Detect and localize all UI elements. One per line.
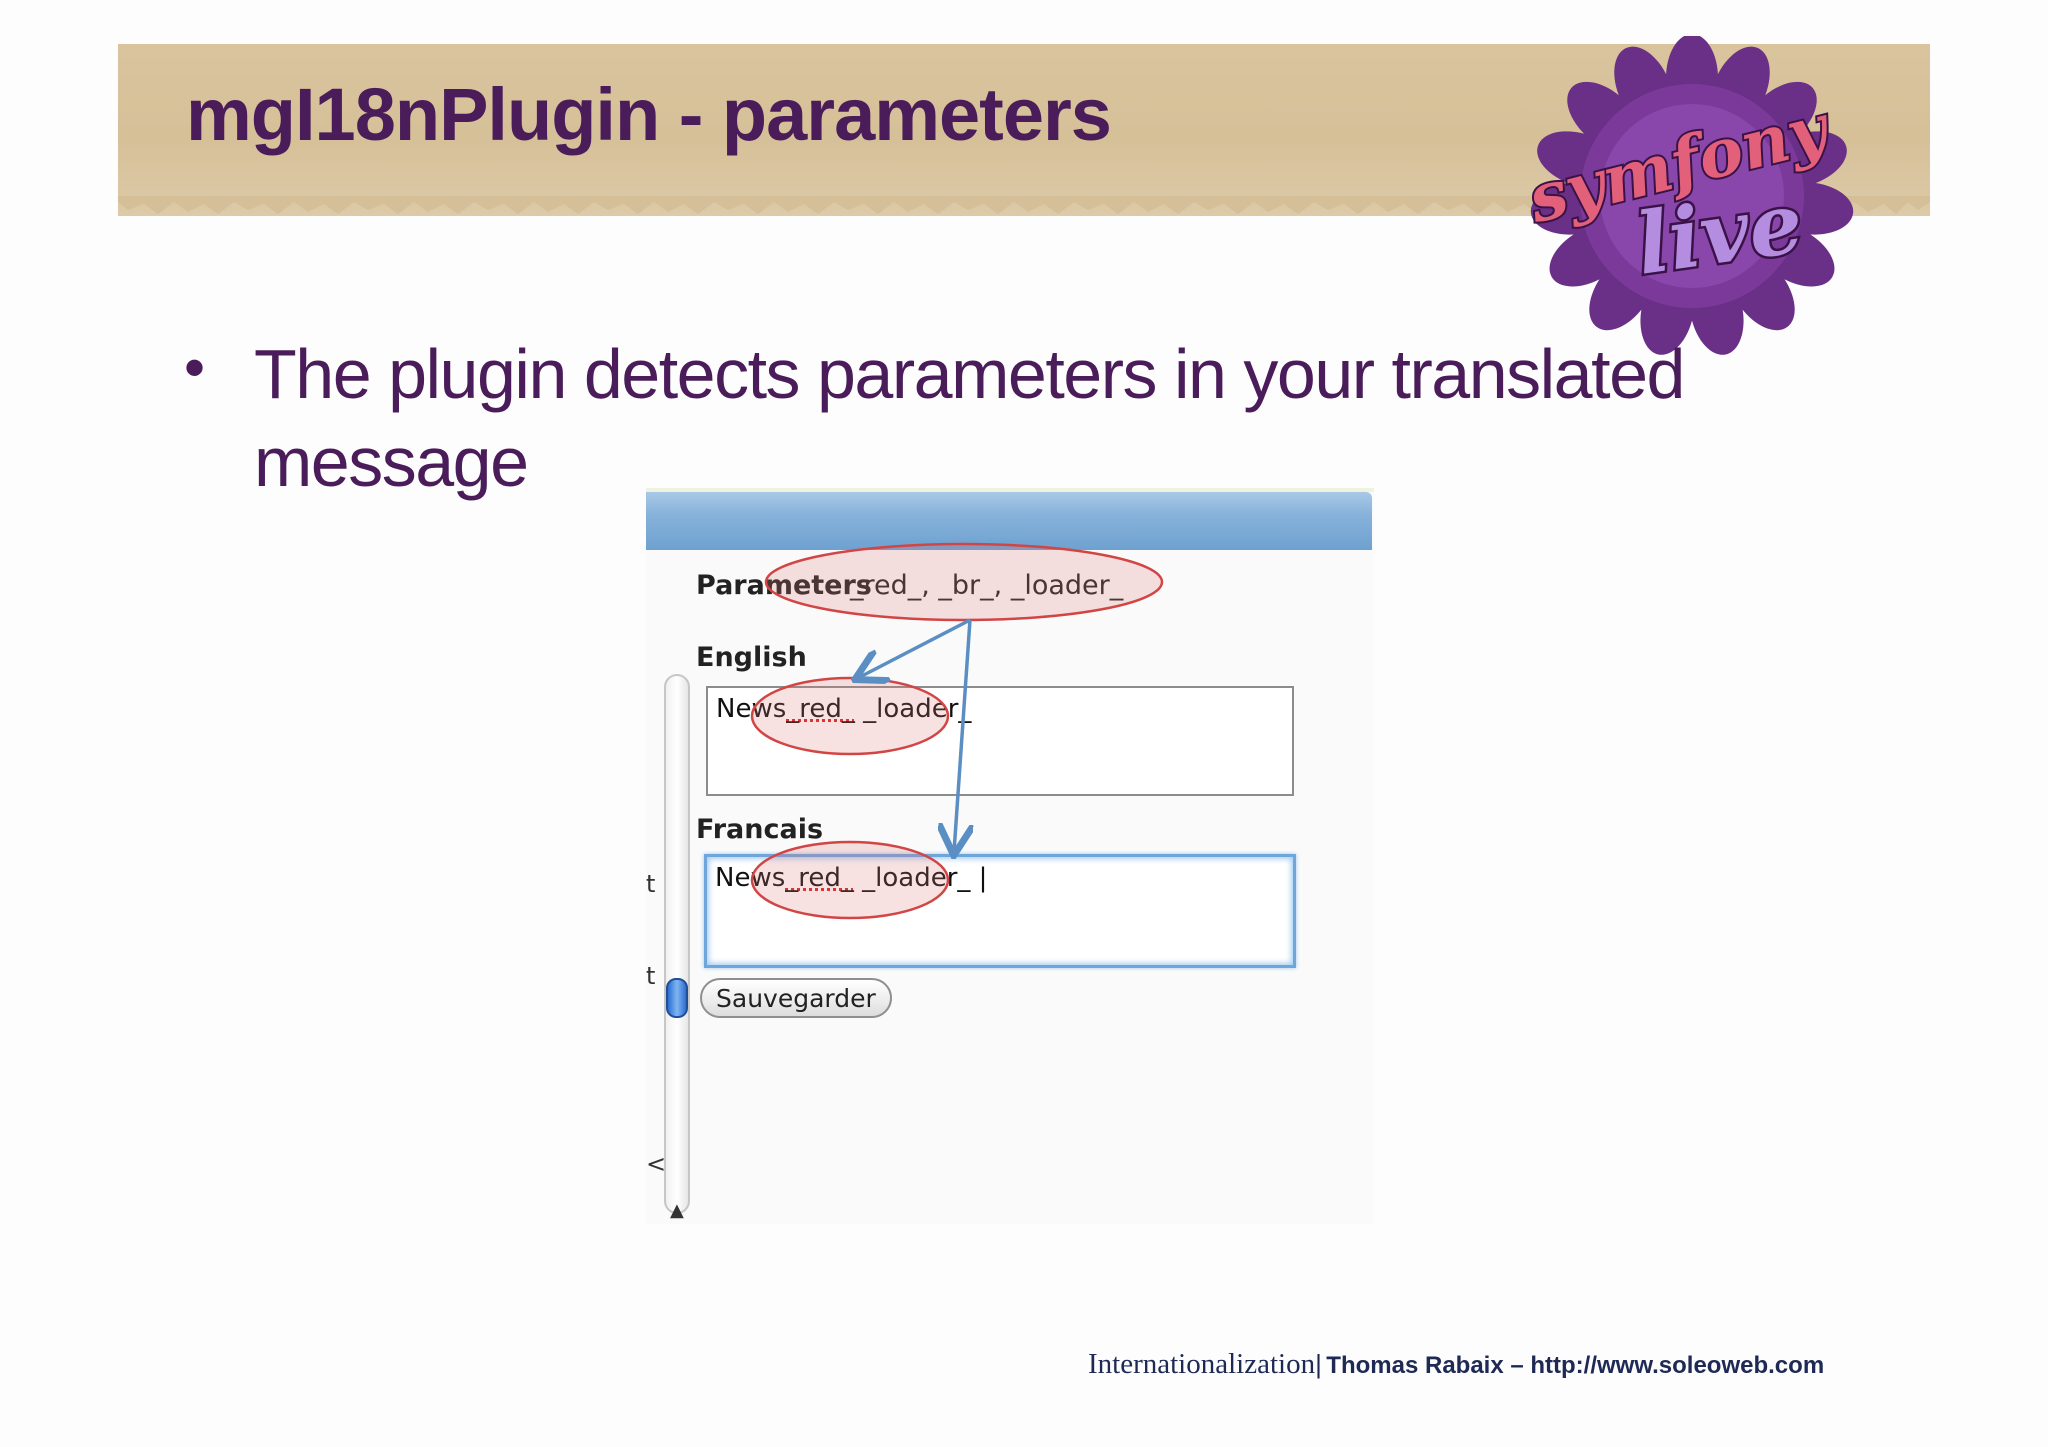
symfony-live-logo-icon: symfony live xyxy=(1520,36,1854,355)
bullet-text: The plugin detects parameters in your tr… xyxy=(254,335,1685,501)
banner-torn-edge xyxy=(118,196,1930,214)
arrow-to-francais xyxy=(954,619,970,852)
left-stub-text: < xyxy=(646,1150,667,1178)
francais-param-highlight-ellipse xyxy=(750,840,950,920)
parameters-values: _red_, _br_, _loader_ xyxy=(850,570,1123,601)
footer-topic: Internationalization xyxy=(1088,1348,1316,1380)
francais-value-suffix: _loader_ | xyxy=(862,863,988,893)
english-param-highlight-ellipse xyxy=(750,676,950,756)
english-translation-field[interactable]: News_red_ _loader_ xyxy=(706,686,1294,796)
scrollbar-thumb[interactable] xyxy=(666,978,688,1018)
francais-translation-field[interactable]: News_red_ _loader_ | xyxy=(704,854,1296,968)
footer-author: Thomas Rabaix – http://www.soleoweb.com xyxy=(1326,1352,1825,1379)
francais-value-param: _red_ xyxy=(785,863,854,893)
english-label: English xyxy=(696,642,807,673)
slide-footer: Internationalization| Thomas Rabaix – ht… xyxy=(1088,1348,1824,1381)
left-stub-text: t xyxy=(646,870,656,898)
window-top-line xyxy=(646,488,1374,492)
scroll-up-arrow-icon[interactable]: ▲ xyxy=(670,1200,684,1221)
vertical-scrollbar[interactable] xyxy=(664,674,690,1214)
window-titlebar xyxy=(646,492,1372,550)
parameters-label: Parameters xyxy=(696,570,872,601)
parameters-highlight-ellipse xyxy=(764,542,1164,622)
english-value-suffix: _loader_ xyxy=(855,694,971,724)
save-button[interactable]: Sauvegarder xyxy=(700,978,892,1018)
english-value-param: _red_ xyxy=(786,694,855,724)
bullet-marker: • xyxy=(184,334,206,401)
slide-title: mgI18nPlugin - parameters xyxy=(186,73,1112,156)
francais-value-prefix: News xyxy=(715,863,786,893)
arrow-to-english xyxy=(858,618,971,678)
annotation-overlay xyxy=(750,542,1164,920)
left-stub-text: t xyxy=(646,962,656,990)
footer-separator: | xyxy=(1315,1349,1322,1379)
translation-editor-screenshot: Parameters _red_, _br_, _loader_ English… xyxy=(646,488,1374,1224)
francais-label: Francais xyxy=(696,814,824,845)
